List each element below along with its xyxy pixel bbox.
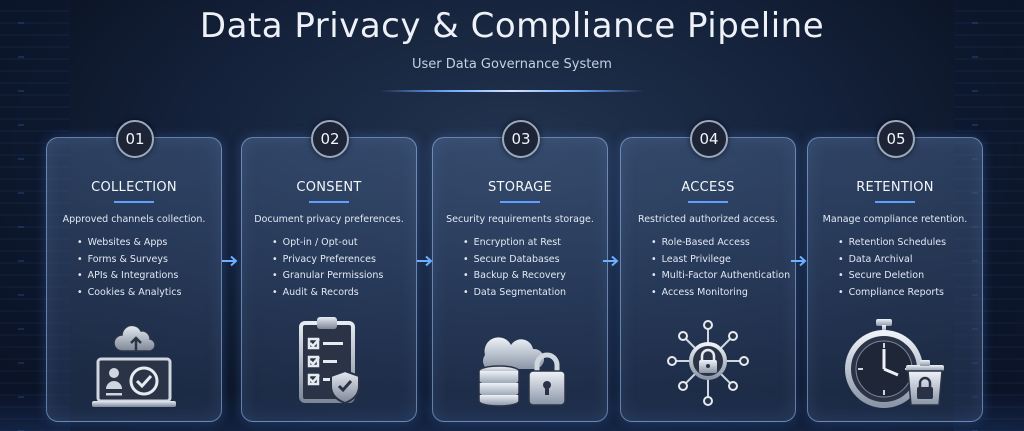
laptop-cloud-upload-icon [47, 311, 221, 411]
step-description: Restricted authorized access. [638, 214, 778, 225]
clipboard-checklist-shield-icon [242, 311, 416, 411]
list-item: Retention Schedules [838, 235, 946, 252]
step-number-badge: 04 [690, 120, 728, 158]
list-item: Data Archival [838, 252, 946, 269]
list-item: Compliance Reports [838, 285, 946, 302]
step-title: STORAGE [488, 180, 552, 195]
step-number-badge: 03 [502, 120, 540, 158]
page-subtitle: User Data Governance System [412, 57, 612, 72]
step-card-storage: 03 STORAGE Security requirements storage… [432, 120, 608, 422]
step-number-badge: 02 [311, 120, 349, 158]
step-item-list: Opt-in / Opt-out Privacy Preferences Gra… [272, 235, 384, 302]
list-item: Privacy Preferences [272, 252, 383, 269]
step-title-underline [309, 201, 349, 203]
step-title: COLLECTION [91, 180, 177, 195]
list-item: Access Monitoring [651, 285, 790, 302]
step-description: Security requirements storage. [446, 214, 594, 225]
step-title-underline [688, 201, 728, 203]
list-item: Role-Based Access [651, 235, 790, 252]
step-item-list: Role-Based Access Least Privilege Multi-… [651, 235, 791, 302]
list-item: Data Segmentation [463, 285, 566, 302]
step-description: Approved channels collection. [62, 214, 206, 225]
list-item: Backup & Recovery [463, 268, 566, 285]
step-title: ACCESS [681, 180, 735, 195]
step-number-badge: 01 [116, 120, 154, 158]
list-item: Encryption at Rest [463, 235, 566, 252]
list-item: Opt-in / Opt-out [272, 235, 383, 252]
network-lock-icon [621, 311, 795, 411]
list-item: Secure Deletion [838, 268, 946, 285]
page-title: Data Privacy & Compliance Pipeline [199, 6, 825, 46]
step-card-collection: 01 COLLECTION Approved channels collecti… [46, 120, 222, 422]
list-item: Granular Permissions [272, 268, 384, 285]
list-item: Audit & Records [272, 285, 383, 302]
step-item-list: Websites & Apps Forms & Surveys APIs & I… [77, 235, 182, 302]
step-item-list: Encryption at Rest Secure Databases Back… [463, 235, 566, 301]
step-card-access: 04 ACCESS Restricted authorized access. … [620, 120, 796, 422]
step-description: Manage compliance retention. [822, 214, 968, 225]
cloud-database-lock-icon [433, 311, 607, 411]
arrow-right-icon [222, 255, 238, 267]
arrow-right-icon [791, 255, 807, 267]
step-description: Document privacy preferences. [254, 214, 404, 225]
arrow-right-icon [603, 255, 619, 267]
stopwatch-trash-icon [808, 311, 982, 411]
list-item: Forms & Surveys [77, 252, 181, 269]
title-divider [380, 90, 644, 92]
list-item: Least Privilege [651, 252, 790, 269]
list-item: Cookies & Analytics [77, 285, 182, 302]
step-title-underline [500, 201, 540, 203]
step-item-list: Retention Schedules Data Archival Secure… [838, 235, 946, 301]
step-number-badge: 05 [877, 120, 915, 158]
step-title-underline [875, 201, 915, 203]
list-item: APIs & Integrations [77, 268, 181, 285]
step-card-retention: 05 RETENTION Manage compliance retention… [807, 120, 983, 422]
list-item: Multi-Factor Authentication [651, 268, 791, 285]
step-title-underline [114, 201, 154, 203]
arrow-right-icon [417, 255, 433, 267]
step-title: RETENTION [856, 180, 934, 195]
list-item: Secure Databases [463, 252, 566, 269]
step-title: CONSENT [296, 180, 362, 195]
step-card-consent: 02 CONSENT Document privacy preferences.… [241, 120, 417, 422]
list-item: Websites & Apps [77, 235, 181, 252]
